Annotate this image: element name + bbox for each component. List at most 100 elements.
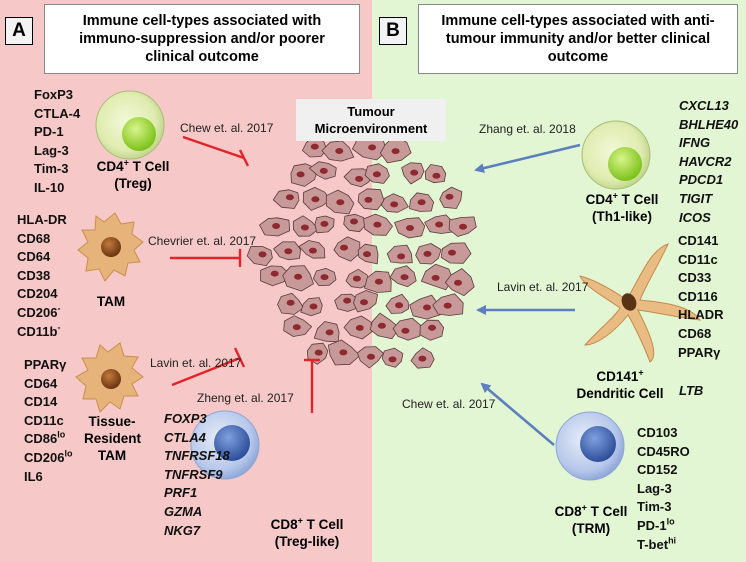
tr-tam-marker: CD64 xyxy=(24,375,58,391)
tumour-cell-nucleus xyxy=(428,324,436,331)
tr-tam-markers: PPARγ CD64 CD14 CD11c CD86lo CD206lo IL6 xyxy=(24,356,72,486)
tumour-cell-cluster xyxy=(246,134,477,369)
tam-citation: Chevrier et. al. 2017 xyxy=(148,234,257,248)
tumour-cell-nucleus xyxy=(309,303,318,310)
dc-marker: PPARγ xyxy=(678,344,721,360)
tumour-cell-nucleus xyxy=(320,220,329,227)
dc-marker: CD68 xyxy=(678,325,712,341)
tam-inhibition-line xyxy=(170,249,242,267)
tumour-cell-nucleus xyxy=(364,196,373,203)
trm-marker: CD152 xyxy=(637,462,678,478)
tumour-cell-nucleus xyxy=(311,196,320,203)
th1-arrow xyxy=(474,143,581,173)
tumour-cell-nucleus xyxy=(284,248,293,255)
dendritic-cell-icon xyxy=(579,243,702,363)
dc-label: CD141+ Dendritic Cell xyxy=(576,367,664,401)
tam-marker: CD204 xyxy=(17,286,58,302)
panel-b-title-line3: outcome xyxy=(547,49,609,65)
panel-b-title-line2: tumour immunity and/or better clinical xyxy=(445,31,711,47)
tumour-cell-nucleus xyxy=(355,324,364,331)
tumour-cell-nucleus xyxy=(417,199,426,206)
trm-citation: Chew et. al. 2017 xyxy=(402,397,496,411)
tumour-cell-nucleus xyxy=(319,167,328,174)
treg-marker: Tim-3 xyxy=(34,161,69,177)
tumour-cell-nucleus xyxy=(296,171,305,178)
dc-markers: CD141 CD11c CD33 CD116 HLADR CD68 PPARγ xyxy=(678,232,724,362)
tumour-label-line1: Tumour xyxy=(347,104,395,119)
trm-marker: Lag-3 xyxy=(637,480,672,496)
treg-like-marker: PRF1 xyxy=(164,485,198,501)
tumour-cell-nucleus xyxy=(397,253,406,260)
th1-marker: ICOS xyxy=(679,209,711,225)
tumour-cell-nucleus xyxy=(448,249,456,256)
tumour-cell-nucleus xyxy=(377,322,386,329)
trm-markers: CD103 CD45RO CD152 Lag-3 Tim-3 PD-1lo T-… xyxy=(637,424,690,554)
activation-arrows xyxy=(474,143,581,446)
dc-marker: CD116 xyxy=(678,288,718,304)
tumour-cell-nucleus xyxy=(343,297,352,304)
tumour-cell-nucleus xyxy=(373,221,382,228)
tr-tam-citation: Lavin et. al. 2017 xyxy=(150,356,242,370)
trm-marker: PD-1lo xyxy=(637,516,675,533)
suppression-lines xyxy=(170,135,320,413)
tam-markers: HLA-DR CD68 CD64 CD38 CD204 CD206- CD11b… xyxy=(17,211,67,341)
dc-citation: Lavin et. al. 2017 xyxy=(497,280,589,294)
tumour-cell-nucleus xyxy=(360,299,368,306)
th1-marker: IFNG xyxy=(679,135,711,151)
treg-like-cell-icon xyxy=(190,410,260,480)
panel-a-tag: A xyxy=(5,17,33,45)
tumour-cell-nucleus xyxy=(423,250,432,257)
treg-like-marker: NKG7 xyxy=(164,522,201,538)
trm-marker: T-bethi xyxy=(637,535,677,552)
treg-like-marker: CTLA4 xyxy=(164,429,206,445)
th1-marker: PDCD1 xyxy=(679,172,724,188)
tumour-cell-nucleus xyxy=(459,223,467,230)
tumour-cell-nucleus xyxy=(363,251,371,258)
tam-label: TAM xyxy=(96,294,126,309)
tumour-cell-nucleus xyxy=(400,274,409,281)
tumour-cell-nucleus xyxy=(390,201,399,208)
tumour-cell-nucleus xyxy=(352,275,361,282)
tumour-cell-nucleus xyxy=(431,274,440,281)
treg-marker: FoxP3 xyxy=(34,87,74,102)
tumour-cell-nucleus xyxy=(432,172,441,179)
tumour-cell xyxy=(272,189,300,209)
treg-inhibition-line xyxy=(182,135,250,167)
tumour-cell-nucleus xyxy=(350,218,358,225)
tumour-cell-nucleus xyxy=(388,356,397,363)
th1-marker: CXCL13 xyxy=(679,98,729,113)
tumour-cell-nucleus xyxy=(372,171,381,178)
tr-tam-inhibition-line xyxy=(171,347,246,387)
dc-marker: CD141 xyxy=(678,233,719,248)
treg-markers: FoxP3 CTLA-4 PD-1 Lag-3 Tim-3 IL-10 xyxy=(34,86,80,198)
treg-cell-icon xyxy=(95,90,165,160)
tumour-cell-nucleus xyxy=(339,349,348,356)
treg-marker: Lag-3 xyxy=(34,142,69,158)
tr-tam-marker: CD14 xyxy=(24,394,58,410)
tumour-cell-nucleus xyxy=(406,225,414,231)
treg-like-markers: FOXP3 CTLA4 TNFRSF18 TNFRSF9 PRF1 GZMA N… xyxy=(164,410,230,540)
th1-marker: HAVCR2 xyxy=(679,153,732,169)
tam-marker: CD38 xyxy=(17,267,51,283)
tr-tam-marker: PPARγ xyxy=(24,357,67,372)
trm-arrow xyxy=(480,382,555,446)
tumour-cell-nucleus xyxy=(285,194,294,201)
tumour-cell-nucleus xyxy=(258,251,267,258)
tumour-cell-nucleus xyxy=(374,278,383,285)
tumour-cell-nucleus xyxy=(335,148,344,154)
treg-like-citation: Zheng et. al. 2017 xyxy=(197,391,294,405)
treg-like-marker: FOXP3 xyxy=(164,411,207,426)
treg-like-marker: TNFRSF18 xyxy=(164,448,230,464)
panel-b-title: Immune cell-types associated with anti- … xyxy=(418,4,738,74)
panel-a-title-line2: immuno-suppression and/or poorer xyxy=(79,31,325,47)
tumour-cell-nucleus xyxy=(410,169,419,176)
tumour-cell-nucleus xyxy=(320,274,329,281)
tam-marker: HLA-DR xyxy=(17,212,67,227)
tumour-cell-nucleus xyxy=(445,193,454,200)
th1-citation: Zhang et. al. 2018 xyxy=(479,122,576,136)
treg-marker: PD-1 xyxy=(34,124,64,140)
tumour-cell-nucleus xyxy=(340,244,348,251)
treg-like-marker: GZMA xyxy=(164,503,203,519)
tr-tam-marker: CD206lo xyxy=(24,448,73,465)
